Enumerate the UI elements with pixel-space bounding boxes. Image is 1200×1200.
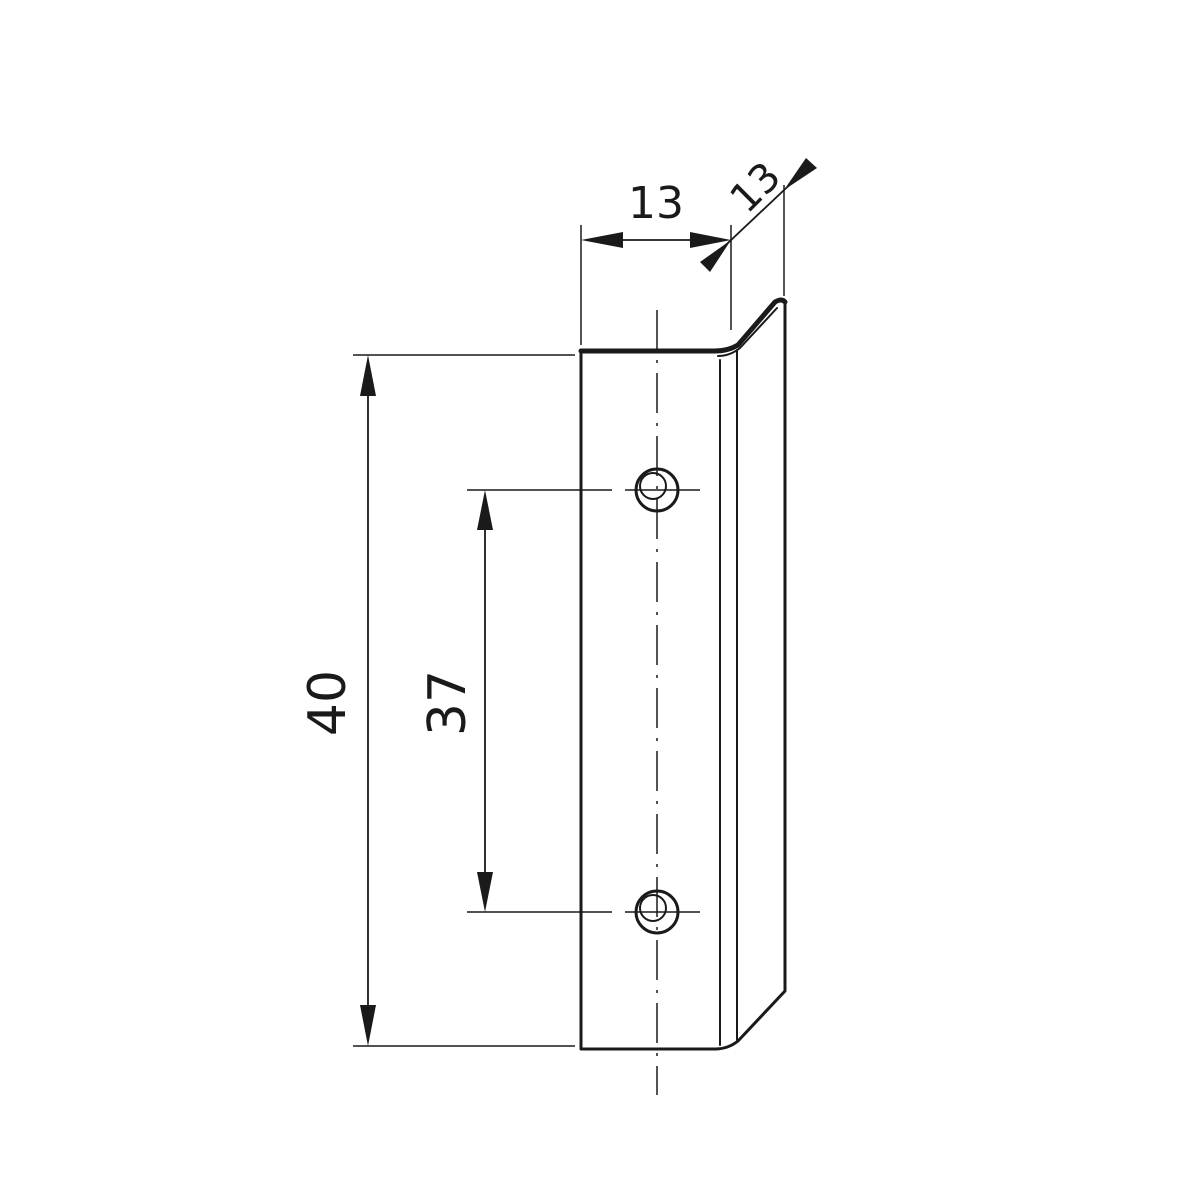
dim-label-hole-spacing: 37	[418, 670, 478, 736]
dim-label-side-depth: 13	[722, 154, 791, 223]
dimension-side-depth	[700, 158, 817, 272]
dim-label-total-height: 40	[298, 670, 358, 736]
extension-lines	[353, 185, 785, 1047]
bracket-top-edge	[578, 297, 788, 354]
arrowhead	[477, 872, 493, 912]
hole-center-marks	[625, 489, 700, 913]
arrowhead	[477, 490, 493, 530]
bracket-outline	[579, 300, 787, 1051]
arrowhead	[784, 158, 817, 190]
arrowhead	[360, 1005, 376, 1046]
dim-label-front-width: 13	[628, 178, 684, 229]
dimension-hole-spacing	[477, 490, 493, 912]
bracket-top-inner-edge	[717, 307, 778, 357]
arrowhead	[690, 232, 731, 248]
dimension-front-width	[581, 232, 731, 248]
arrowhead	[700, 240, 731, 272]
arrowhead	[360, 355, 376, 396]
arrowhead	[581, 232, 623, 248]
hole-bottom-inner	[639, 894, 667, 922]
dimension-total-height	[360, 355, 376, 1046]
hole-top-inner	[639, 472, 667, 500]
bracket-part	[578, 297, 788, 1051]
